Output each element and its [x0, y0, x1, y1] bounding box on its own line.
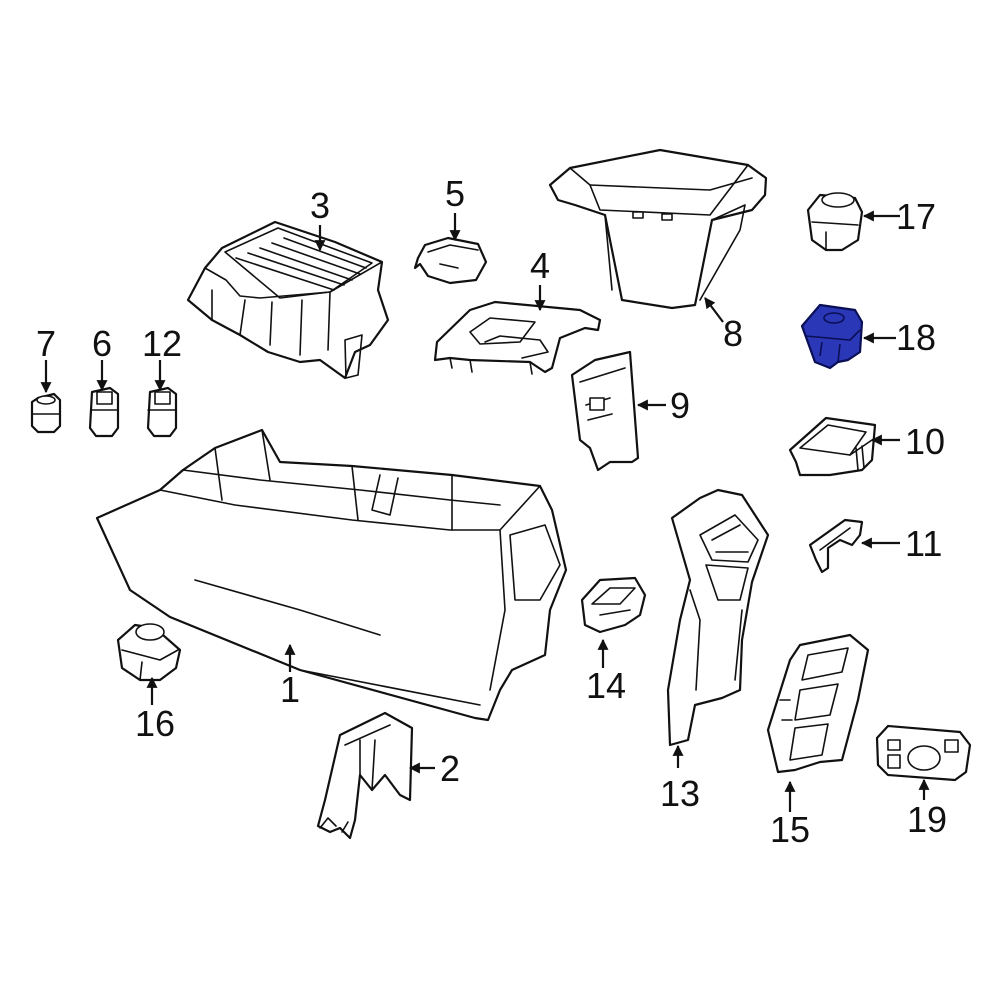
callout-11: 11: [905, 523, 942, 564]
callout-5: 5: [445, 173, 465, 214]
part-12-switch[interactable]: [146, 386, 178, 438]
callout-1: 1: [280, 669, 300, 710]
part-19-climate-control[interactable]: [875, 724, 972, 782]
callout-17: 17: [896, 196, 936, 237]
part-2-bracket[interactable]: [316, 711, 414, 840]
part-4-bezel-trim[interactable]: [433, 300, 602, 375]
callout-13: 13: [660, 773, 700, 814]
callout-3: 3: [310, 185, 330, 226]
part-7-sensor[interactable]: [30, 392, 62, 434]
callout-2: 2: [440, 748, 460, 789]
callout-labels: 1 2 3 4 5 6 7 8 9 10 11 12 13 14 15 16 1…: [36, 173, 947, 850]
part-1-console-base[interactable]: [95, 428, 568, 722]
part-14-usb-module[interactable]: [580, 576, 647, 634]
part-9-trim-panel[interactable]: [570, 350, 640, 472]
callout-10: 10: [905, 421, 945, 462]
part-18-switch-highlighted[interactable]: [800, 303, 864, 370]
callout-12: 12: [142, 323, 182, 364]
part-11-clip[interactable]: [808, 518, 864, 574]
part-10-tray[interactable]: [788, 416, 877, 477]
part-6-switch[interactable]: [88, 386, 120, 438]
callout-18: 18: [896, 317, 936, 358]
callout-14: 14: [586, 665, 626, 706]
part-17-switch[interactable]: [806, 192, 864, 252]
part-8-armrest[interactable]: [548, 148, 768, 310]
part-3-storage-module[interactable]: [186, 220, 390, 380]
callout-15: 15: [770, 809, 810, 850]
callout-8: 8: [723, 313, 743, 354]
part-5-small-bracket[interactable]: [413, 236, 488, 285]
callout-9: 9: [670, 385, 690, 426]
callout-16: 16: [135, 703, 175, 744]
leader-lines: [40, 210, 930, 812]
part-13-rear-panel[interactable]: [666, 488, 770, 747]
part-15-control-panel[interactable]: [766, 633, 870, 774]
callout-7: 7: [36, 323, 56, 364]
part-16-rotary-controller[interactable]: [116, 623, 182, 682]
callout-19: 19: [907, 799, 947, 840]
callout-6: 6: [92, 323, 112, 364]
callout-4: 4: [530, 245, 550, 286]
